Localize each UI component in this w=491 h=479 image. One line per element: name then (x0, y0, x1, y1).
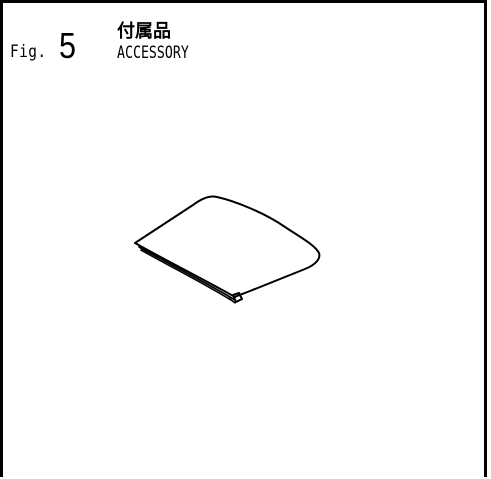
figure-number: 5 (59, 25, 77, 66)
title-japanese: 付属品 (117, 21, 171, 42)
accessory-bag-icon (134, 195, 321, 304)
figure-prefix: Fig. (10, 42, 47, 62)
title-english: ACCESSORY (117, 43, 189, 63)
